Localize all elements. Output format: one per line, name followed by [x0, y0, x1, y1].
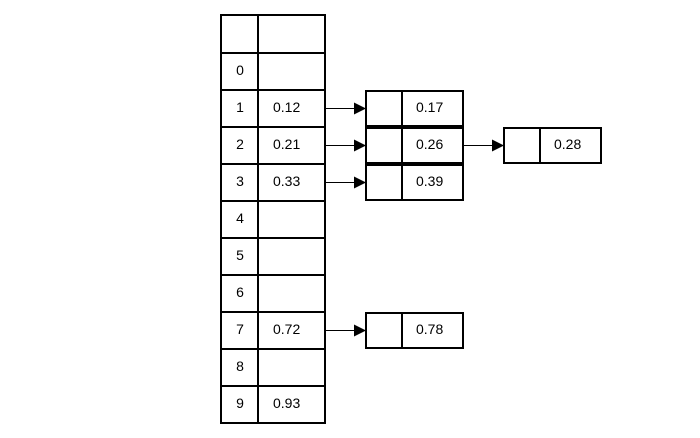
bucket-index-cell — [220, 200, 259, 239]
bucket-value-cell — [257, 52, 326, 91]
table-header-index-cell — [220, 14, 259, 54]
list-node-value-label: 0.26 — [416, 136, 443, 152]
bucket-index-label: 9 — [236, 395, 244, 411]
bucket-index-label: 7 — [236, 321, 244, 337]
bucket-index-label: 8 — [236, 358, 244, 374]
bucket-chains: 0.17 0.26 0.28 0.39 0.78 — [325, 90, 602, 349]
bucket-index-label: 0 — [236, 62, 244, 78]
bucket-index-label: 3 — [236, 173, 244, 189]
bucket-value-cell — [257, 348, 326, 387]
list-node-pointer-cell — [365, 164, 403, 201]
list-node-pointer-cell — [503, 127, 541, 164]
bucket-index-cell — [220, 274, 259, 313]
bucket-value-cell — [257, 200, 326, 239]
list-node-value-label: 0.78 — [416, 321, 443, 337]
list-node-pointer-cell — [365, 127, 403, 164]
list-node-value-cell — [401, 164, 464, 201]
bucket-value-cell — [257, 385, 326, 424]
bucket-value-label: 0.93 — [273, 395, 300, 411]
arrow-head-icon — [354, 102, 366, 115]
bucket-table: 0 1 0.12 2 0.21 3 0.33 4 5 6 7 0.72 8 9 0.93 — [220, 14, 326, 424]
list-node-pointer-cell — [365, 312, 403, 349]
bucket-index-label: 1 — [236, 99, 244, 115]
list-node-value-cell — [401, 127, 464, 164]
bucket-value-cell — [257, 274, 326, 313]
bucket-value-label: 0.72 — [273, 321, 300, 337]
list-node-pointer-cell — [365, 90, 403, 127]
bucket-value-cell — [257, 311, 326, 350]
bucket-value-label: 0.33 — [273, 173, 300, 189]
arrow-head-icon — [354, 324, 366, 337]
arrow-head-icon — [354, 176, 366, 189]
bucket-index-label: 6 — [236, 284, 244, 300]
bucket-index-label: 2 — [236, 136, 244, 152]
bucket-value-label: 0.12 — [273, 99, 300, 115]
list-node-value-label: 0.39 — [416, 173, 443, 189]
list-node-value-cell — [401, 90, 464, 127]
arrow-head-icon — [492, 139, 504, 152]
table-header-value-cell — [257, 14, 326, 54]
list-node-value-label: 0.28 — [554, 136, 581, 152]
bucket-value-label: 0.21 — [273, 136, 300, 152]
bucket-index-label: 4 — [236, 210, 244, 226]
list-node-value-label: 0.17 — [416, 99, 443, 115]
list-node-value-cell — [401, 312, 464, 349]
bucket-value-cell — [257, 237, 326, 276]
arrow-head-icon — [354, 139, 366, 152]
list-node-value-cell — [539, 127, 602, 164]
bucket-index-label: 5 — [236, 247, 244, 263]
